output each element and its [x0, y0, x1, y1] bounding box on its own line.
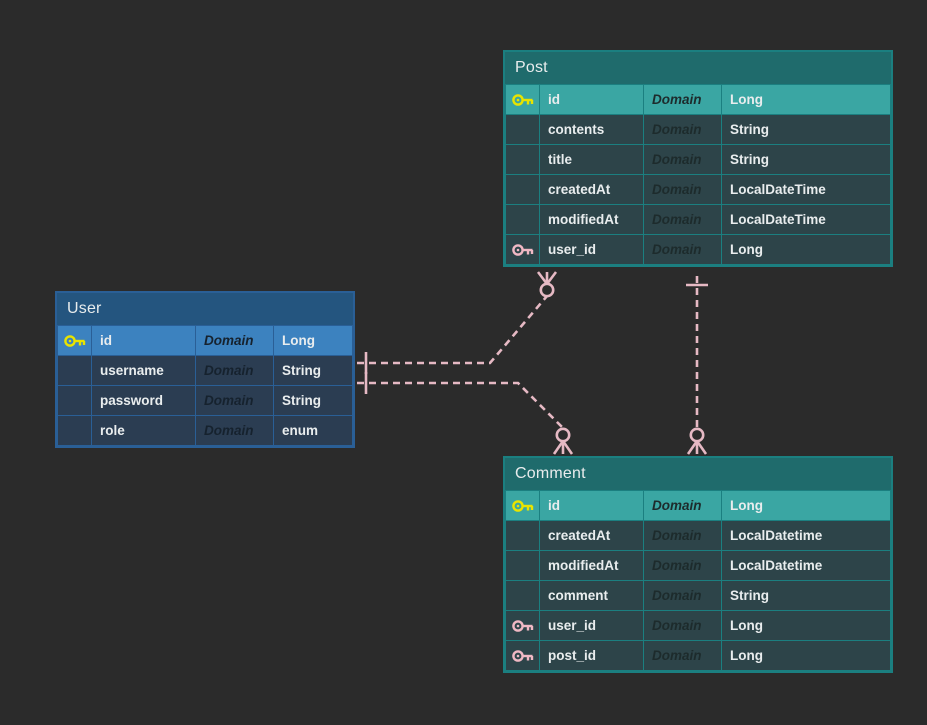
attribute-type: Long — [273, 325, 353, 356]
attribute-type: String — [273, 355, 353, 386]
cardinality-crowsfoot — [552, 440, 574, 455]
entity-title-post: Post — [505, 52, 891, 84]
attribute-domain: Domain — [643, 520, 722, 551]
no-key-cell — [505, 550, 540, 581]
attribute-type: String — [721, 114, 891, 145]
attribute-domain: Domain — [643, 610, 722, 641]
relationship-user-comment — [357, 372, 574, 455]
attribute-type: String — [721, 144, 891, 175]
attribute-type: LocalDateTime — [721, 204, 891, 235]
attribute-name: role — [91, 415, 196, 446]
no-key-cell — [505, 580, 540, 611]
attribute-type: LocalDatetime — [721, 550, 891, 581]
attribute-name: user_id — [539, 610, 644, 641]
cardinality-crowsfoot — [536, 271, 558, 285]
attribute-name: password — [91, 385, 196, 416]
attribute-type: Long — [721, 610, 891, 641]
no-key-cell — [57, 355, 92, 386]
attribute-domain: Domain — [643, 234, 722, 265]
attribute-name: post_id — [539, 640, 644, 671]
attribute-domain: Domain — [643, 550, 722, 581]
attribute-name: username — [91, 355, 196, 386]
foreign-key-icon — [505, 610, 540, 641]
attribute-name: createdAt — [539, 174, 644, 205]
primary-key-icon — [505, 490, 540, 521]
attribute-name: id — [91, 325, 196, 356]
attribute-type: String — [721, 580, 891, 611]
attribute-type: Long — [721, 234, 891, 265]
attribute-name: comment — [539, 580, 644, 611]
attribute-domain: Domain — [643, 84, 722, 115]
attribute-type: String — [273, 385, 353, 416]
attribute-type: Long — [721, 84, 891, 115]
cardinality-zero-circle — [555, 427, 571, 443]
no-key-cell — [57, 385, 92, 416]
attribute-name: title — [539, 144, 644, 175]
attribute-domain: Domain — [195, 415, 274, 446]
cardinality-crowsfoot — [686, 440, 708, 455]
foreign-key-icon — [505, 234, 540, 265]
attribute-domain: Domain — [195, 355, 274, 386]
attribute-name: createdAt — [539, 520, 644, 551]
attribute-type: LocalDateTime — [721, 174, 891, 205]
attribute-domain: Domain — [195, 385, 274, 416]
cardinality-zero-circle — [539, 282, 555, 298]
attribute-type: Long — [721, 640, 891, 671]
entity-title-user: User — [57, 293, 353, 325]
attribute-type: Long — [721, 490, 891, 521]
attribute-domain: Domain — [643, 640, 722, 671]
attribute-domain: Domain — [195, 325, 274, 356]
no-key-cell — [505, 204, 540, 235]
no-key-cell — [505, 520, 540, 551]
attribute-domain: Domain — [643, 490, 722, 521]
cardinality-zero-circle — [689, 427, 705, 443]
attribute-name: user_id — [539, 234, 644, 265]
attribute-type: enum — [273, 415, 353, 446]
attribute-type: LocalDatetime — [721, 520, 891, 551]
attribute-domain: Domain — [643, 204, 722, 235]
attribute-domain: Domain — [643, 174, 722, 205]
entity-title-comment: Comment — [505, 458, 891, 490]
no-key-cell — [505, 174, 540, 205]
no-key-cell — [505, 114, 540, 145]
attribute-name: contents — [539, 114, 644, 145]
attribute-domain: Domain — [643, 580, 722, 611]
attribute-name: modifiedAt — [539, 550, 644, 581]
attribute-domain: Domain — [643, 144, 722, 175]
relationship-user-post — [357, 271, 558, 374]
no-key-cell — [505, 144, 540, 175]
attribute-name: id — [539, 84, 644, 115]
attribute-name: modifiedAt — [539, 204, 644, 235]
foreign-key-icon — [505, 640, 540, 671]
attribute-domain: Domain — [643, 114, 722, 145]
primary-key-icon — [505, 84, 540, 115]
attribute-name: id — [539, 490, 644, 521]
no-key-cell — [57, 415, 92, 446]
relationship-post-comment — [686, 276, 708, 455]
primary-key-icon — [57, 325, 92, 356]
